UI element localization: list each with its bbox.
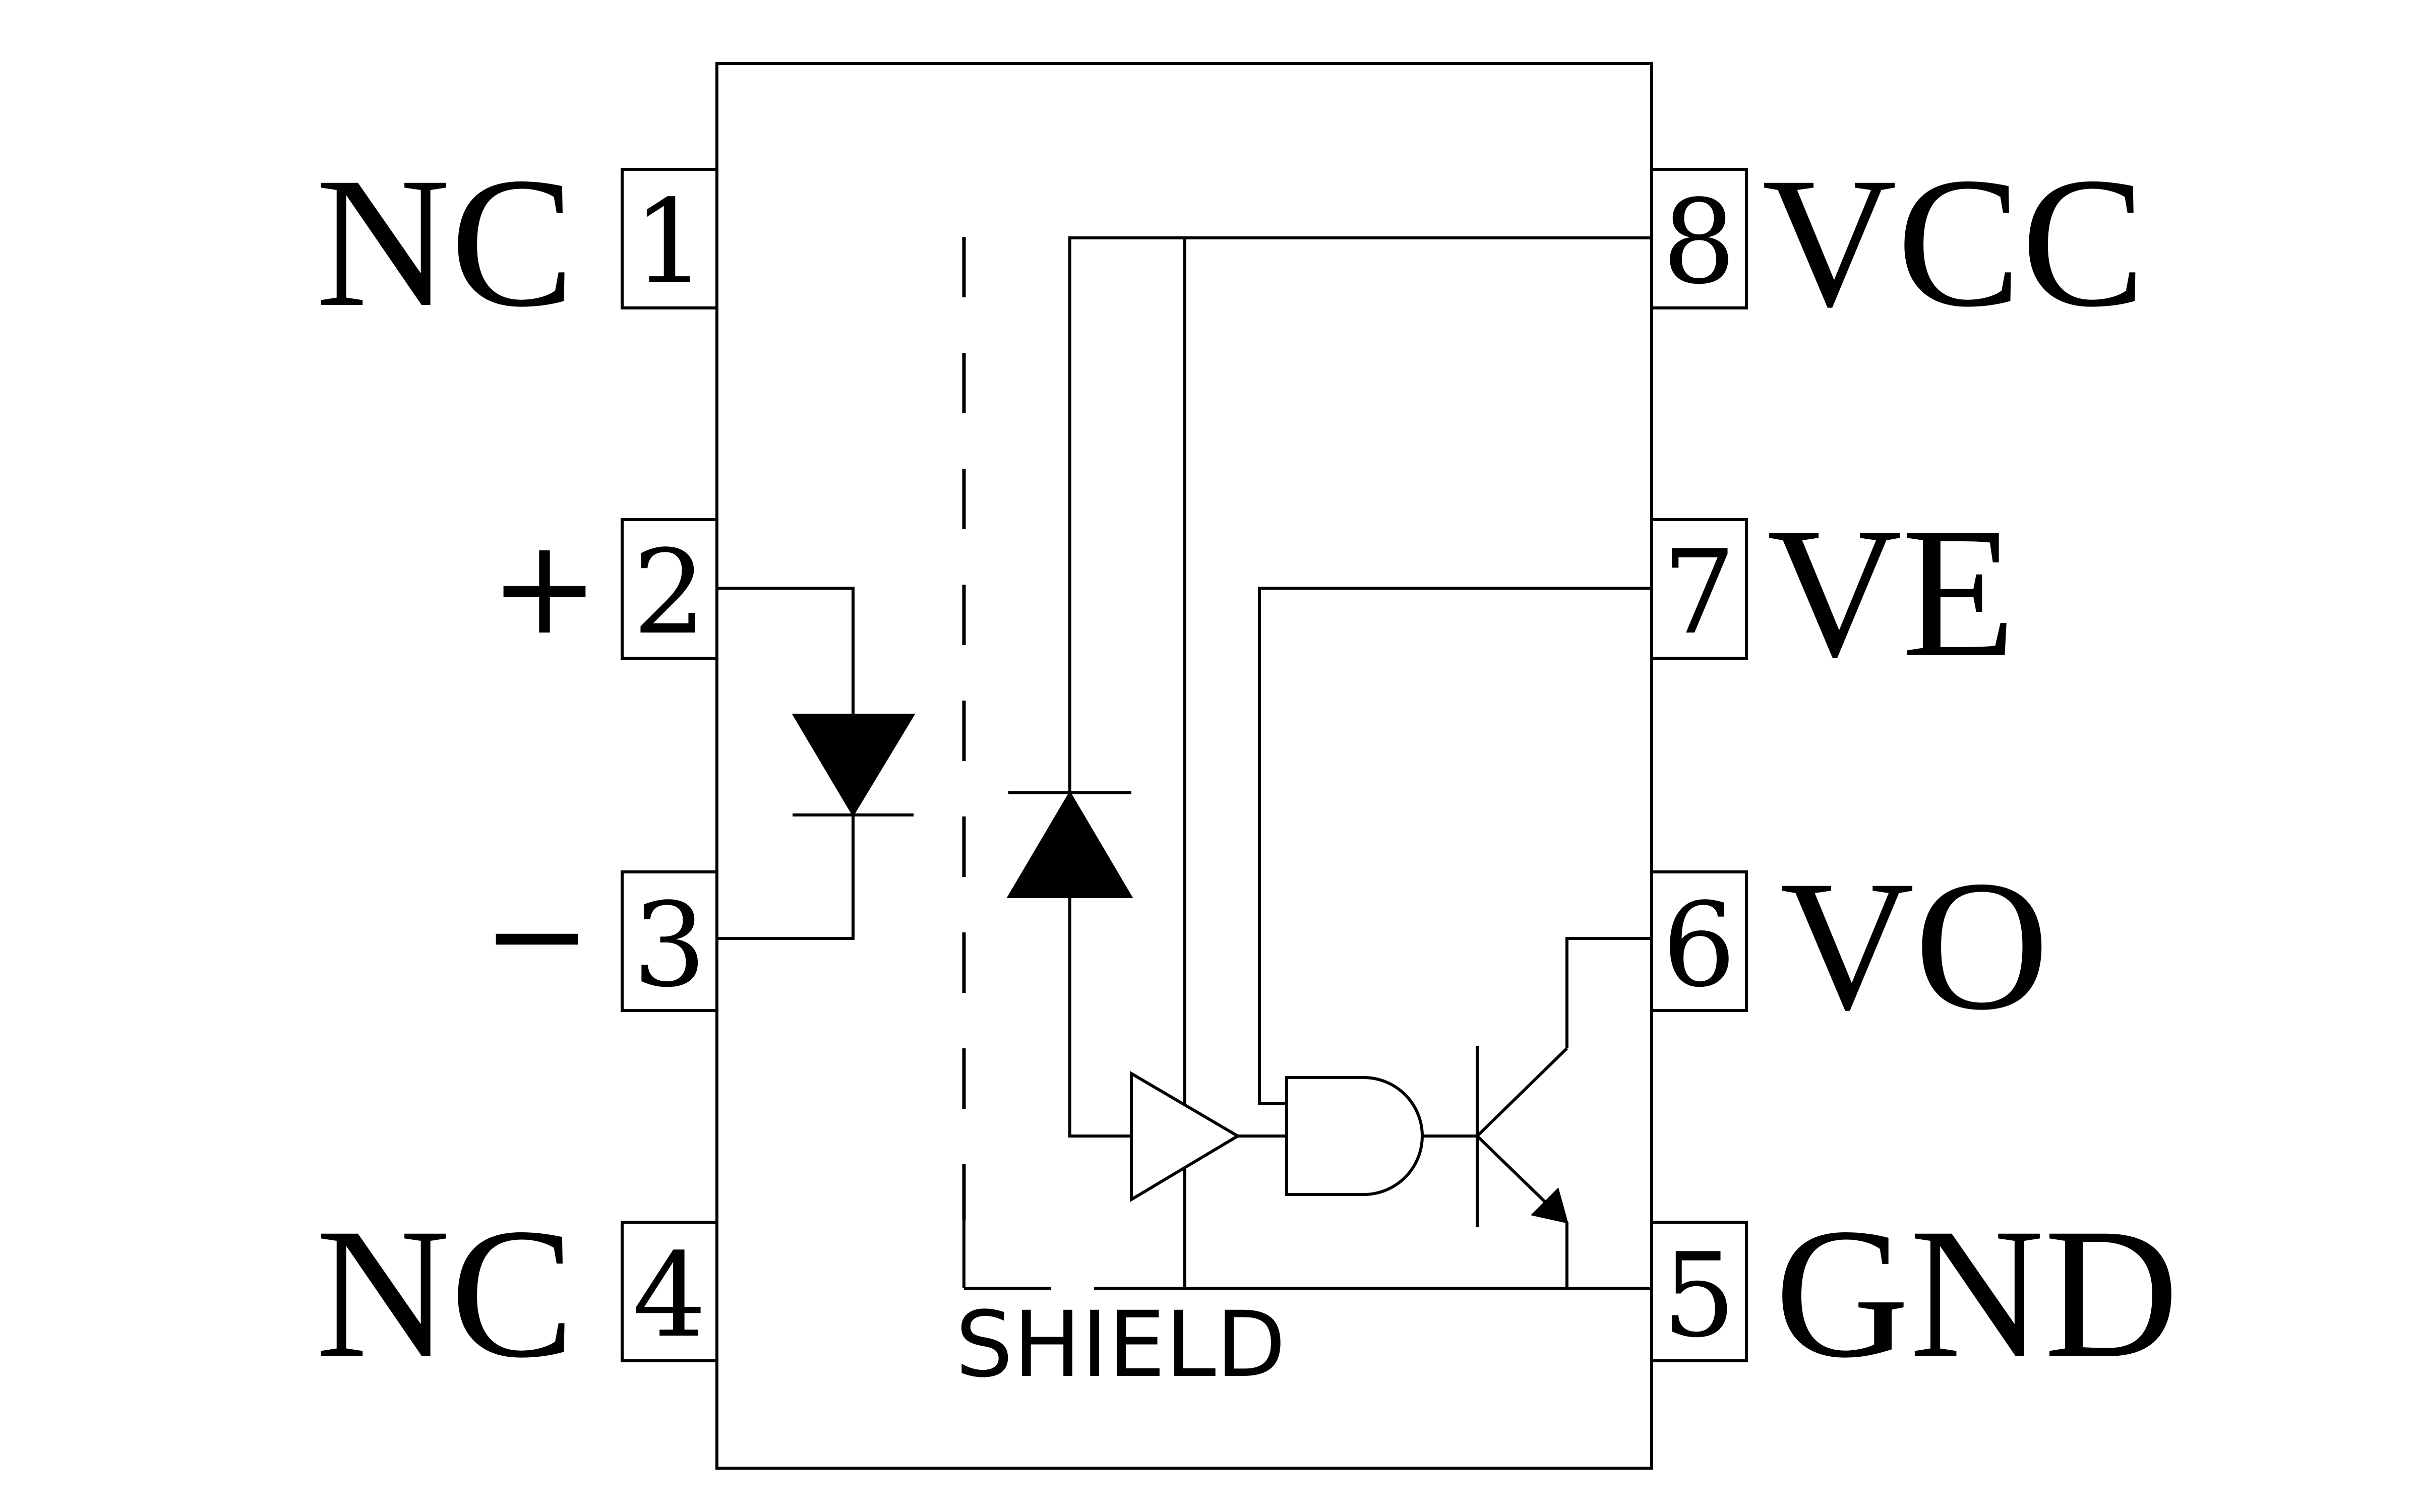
- pin-6-box: [1650, 870, 1748, 1012]
- pin-8-number: 8: [1662, 175, 1736, 310]
- pin-7-number: 7: [1662, 526, 1736, 660]
- pin-1-label: NC: [316, 139, 575, 346]
- pin-5-number: 5: [1662, 1229, 1736, 1363]
- pin-3-label: −: [482, 859, 592, 1012]
- pin-5: 5 GND: [1650, 1190, 2179, 1397]
- pin-4-label: NC: [316, 1190, 575, 1397]
- led-cathode-wire: [717, 815, 855, 940]
- ve-enable-wire: [1258, 587, 1652, 1105]
- buffer-amplifier-icon: [1130, 238, 1287, 1288]
- pin-1-box: [621, 168, 718, 309]
- pin-3-box: [621, 870, 718, 1012]
- pin-4-number: 4: [633, 1229, 706, 1363]
- led-icon: [717, 587, 916, 940]
- pin-2-label: +: [490, 512, 599, 664]
- pin-2-box: [621, 518, 718, 660]
- pin-1: 1 NC: [316, 139, 718, 346]
- pin-8-label: VCC: [1762, 139, 2146, 346]
- pin-3: 3 −: [482, 859, 718, 1013]
- pin-6-label: VO: [1780, 842, 2049, 1049]
- pin-5-box: [1650, 1221, 1748, 1362]
- vcc-rail: [1068, 236, 1652, 793]
- pin-2: 2 +: [490, 512, 718, 664]
- transistor-emitter: [1476, 1135, 1549, 1206]
- pin-7-label: VE: [1767, 489, 2016, 696]
- pin-4-box: [621, 1221, 718, 1362]
- pin-2-number: 2: [633, 526, 706, 660]
- and-gate-icon: [1258, 587, 1652, 1196]
- emitter-arrow: [1531, 1187, 1568, 1224]
- shield-label: SHIELD: [955, 1292, 1286, 1398]
- pin-7: 7 VE: [1650, 489, 2016, 696]
- pin-6-number: 6: [1662, 878, 1736, 1013]
- npn-transistor-icon: [1476, 937, 1652, 1288]
- pin-6: 6 VO: [1650, 842, 2049, 1049]
- led-triangle: [792, 714, 916, 817]
- transistor-collector: [1476, 1047, 1568, 1138]
- collector-wire: [1565, 937, 1652, 1048]
- pin-3-number: 3: [633, 878, 706, 1013]
- and-gate-body: [1285, 1076, 1424, 1196]
- pin-4: 4 NC: [316, 1190, 718, 1397]
- photodiode-triangle: [1006, 791, 1133, 898]
- pin-8: 8 VCC: [1650, 139, 2146, 346]
- photodiode-icon: [1006, 236, 1652, 1138]
- pin-1-number: 1: [633, 175, 706, 310]
- photodiode-anode-wire: [1068, 897, 1131, 1138]
- pin-5-label: GND: [1775, 1190, 2179, 1397]
- led-anode-wire: [717, 587, 855, 715]
- package-body: [715, 62, 1653, 1470]
